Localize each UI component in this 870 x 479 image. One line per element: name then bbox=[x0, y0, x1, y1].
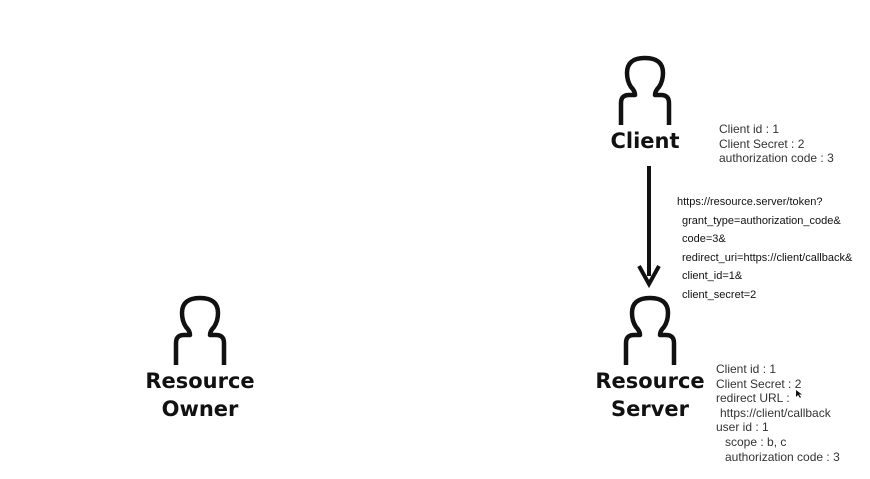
token-request-url: https://resource.server/token? bbox=[677, 196, 823, 208]
token-request-param: redirect_uri=https://client/callback& bbox=[682, 251, 853, 264]
token-request-param: grant_type=authorization_code& bbox=[682, 214, 841, 227]
client-info-line: authorization code : 3 bbox=[719, 151, 834, 166]
person-icon bbox=[623, 295, 677, 365]
client-info-line: Client Secret : 2 bbox=[719, 136, 805, 151]
server-info-line: authorization code : 3 bbox=[725, 449, 840, 464]
person-icon bbox=[618, 55, 672, 125]
resource-owner-label: Resource Owner bbox=[145, 369, 255, 421]
server-info-line: Client Secret : 2 bbox=[716, 376, 802, 391]
person-icon bbox=[173, 295, 227, 365]
client-info: Client id : 1 Client Secret : 2 authoriz… bbox=[719, 122, 834, 166]
server-info-line: https://client/callback bbox=[720, 405, 831, 420]
client-label: Client bbox=[610, 129, 680, 153]
server-info-line: Client id : 1 bbox=[716, 362, 777, 376]
client-actor: Client bbox=[603, 55, 687, 155]
token-request-param: client_id=1& bbox=[682, 270, 743, 282]
token-request-arrow bbox=[637, 166, 661, 289]
resource-server-actor: Resource Server bbox=[590, 295, 710, 423]
token-request-param: client_secret=2 bbox=[682, 288, 757, 301]
server-info-line: user id : 1 bbox=[716, 420, 769, 435]
token-request-param: code=3& bbox=[682, 233, 726, 245]
server-info-line: redirect URL : bbox=[716, 391, 790, 406]
resource-owner-actor: Resource Owner bbox=[140, 295, 260, 423]
server-info: Client id : 1 Client Secret : 2 redirect… bbox=[716, 362, 840, 464]
server-info-line: scope : b, c bbox=[725, 434, 787, 449]
mouse-cursor-icon bbox=[796, 390, 802, 398]
resource-server-label: Resource Server bbox=[595, 369, 705, 421]
client-info-line: Client id : 1 bbox=[719, 122, 780, 136]
token-request: https://resource.server/token? grant_typ… bbox=[677, 193, 852, 304]
